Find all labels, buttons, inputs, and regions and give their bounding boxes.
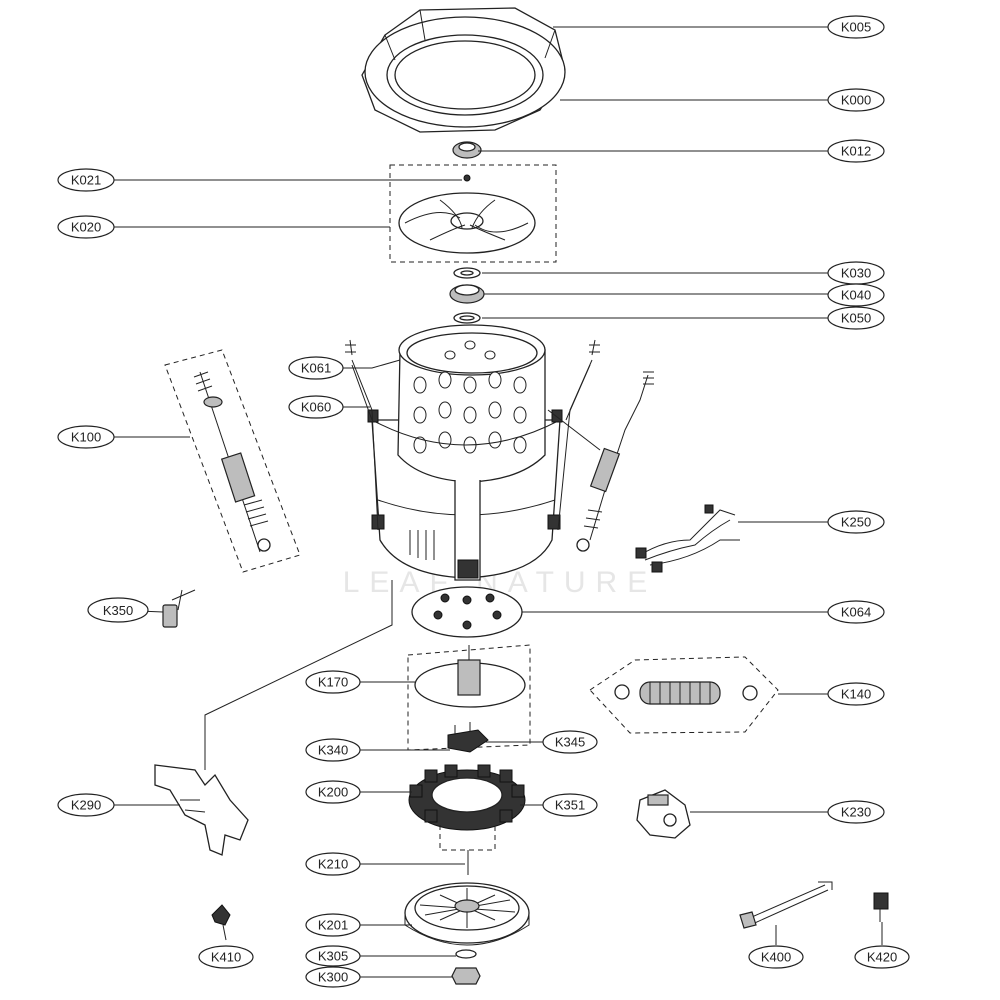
callout-k305[interactable]: K305 <box>305 945 361 967</box>
callout-label: K420 <box>867 950 897 965</box>
rotor-k201 <box>404 882 530 946</box>
hose-kit-k140 <box>589 656 779 734</box>
nut-k300 <box>451 967 481 985</box>
callout-k210[interactable]: K210 <box>305 852 361 876</box>
callout-k420[interactable]: K420 <box>854 945 910 969</box>
bearing-k040 <box>449 284 485 304</box>
callout-k300[interactable]: K300 <box>305 966 361 988</box>
callout-label: K100 <box>71 430 101 445</box>
bearing-plate-k064 <box>411 586 523 638</box>
drum-assembly <box>367 324 563 581</box>
callout-label: K061 <box>301 361 331 376</box>
clutch-group-k170 <box>407 644 531 751</box>
wire-bracket-k400 <box>739 881 833 929</box>
suspension-rods <box>345 339 654 552</box>
callout-label: K290 <box>71 798 101 813</box>
callout-label: K012 <box>841 144 871 159</box>
callout-label: K040 <box>841 288 871 303</box>
wire-harness-k250 <box>635 504 740 573</box>
seal-k050 <box>453 312 481 324</box>
callout-label: K200 <box>318 785 348 800</box>
callout-k061[interactable]: K061 <box>288 356 344 380</box>
callout-label: K340 <box>318 743 348 758</box>
callout-k340[interactable]: K340 <box>305 738 361 762</box>
callout-k290[interactable]: K290 <box>57 793 115 817</box>
callout-label: K345 <box>555 735 585 750</box>
callout-k410[interactable]: K410 <box>198 945 254 969</box>
callout-k170[interactable]: K170 <box>305 670 361 694</box>
callout-k351[interactable]: K351 <box>542 793 598 817</box>
callout-k020[interactable]: K020 <box>57 215 115 239</box>
callout-label: K020 <box>71 220 101 235</box>
callout-label: K400 <box>761 950 791 965</box>
callout-label: K305 <box>318 949 348 964</box>
callout-label: K351 <box>555 798 585 813</box>
callout-label: K410 <box>211 950 241 965</box>
callout-label: K140 <box>841 687 871 702</box>
callout-label: K064 <box>841 605 871 620</box>
washer-k030 <box>453 267 481 279</box>
callout-label: K050 <box>841 311 871 326</box>
callout-k140[interactable]: K140 <box>827 682 885 706</box>
callout-k005[interactable]: K005 <box>827 15 885 39</box>
callout-label: K210 <box>318 857 348 872</box>
clip-k410 <box>211 904 231 926</box>
tub-cover-part <box>361 7 566 133</box>
callout-k200[interactable]: K200 <box>305 780 361 804</box>
callout-k100[interactable]: K100 <box>57 425 115 449</box>
callout-k250[interactable]: K250 <box>827 510 885 534</box>
callout-label: K250 <box>841 515 871 530</box>
leader-lines <box>112 26 883 978</box>
washer-k305 <box>455 949 477 959</box>
callout-k012[interactable]: K012 <box>827 139 885 163</box>
callout-label: K300 <box>318 970 348 985</box>
switch-k420 <box>873 892 889 922</box>
callout-k030[interactable]: K030 <box>827 261 885 285</box>
callout-k000[interactable]: K000 <box>827 88 885 112</box>
stator-k200 <box>408 764 526 851</box>
callout-k060[interactable]: K060 <box>288 395 344 419</box>
callout-k400[interactable]: K400 <box>748 945 804 969</box>
callout-k050[interactable]: K050 <box>827 306 885 330</box>
callout-label: K201 <box>318 918 348 933</box>
callout-k201[interactable]: K201 <box>305 913 361 937</box>
callout-k350[interactable]: K350 <box>87 597 149 623</box>
callout-k230[interactable]: K230 <box>827 800 885 824</box>
callout-label: K350 <box>103 603 133 618</box>
callout-k040[interactable]: K040 <box>827 283 885 307</box>
callout-label: K230 <box>841 805 871 820</box>
callout-k064[interactable]: K064 <box>827 600 885 624</box>
callout-label: K005 <box>841 20 871 35</box>
drain-pump-k230 <box>636 789 691 839</box>
callout-k021[interactable]: K021 <box>57 168 115 192</box>
callout-label: K060 <box>301 400 331 415</box>
callout-label: K170 <box>318 675 348 690</box>
pulsator-group <box>389 164 557 263</box>
bracket-k290 <box>154 764 249 856</box>
callout-label: K030 <box>841 266 871 281</box>
sensor-k350 <box>162 589 196 628</box>
damper-rod-k100 <box>164 349 301 573</box>
callout-label: K021 <box>71 173 101 188</box>
callout-label: K000 <box>841 93 871 108</box>
center-cap-part <box>452 141 482 159</box>
switch-k340 <box>447 722 489 753</box>
callout-k345[interactable]: K345 <box>542 730 598 754</box>
